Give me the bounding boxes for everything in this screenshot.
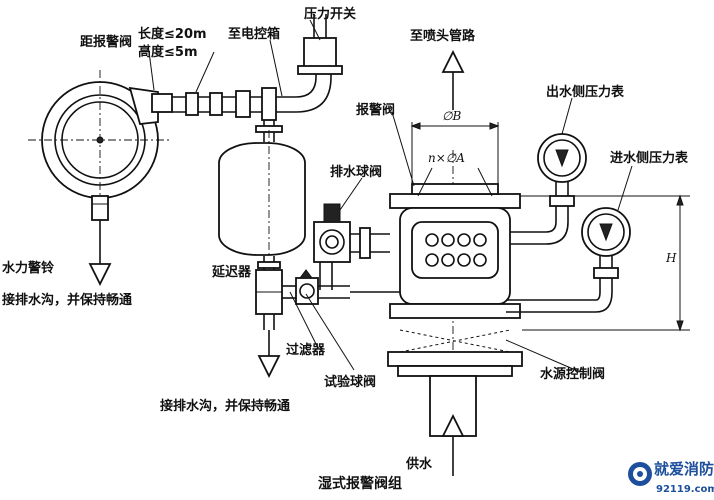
- label-drain-note-bottom: 接排水沟，并保持畅通: [160, 398, 290, 414]
- label-drain-ball-valve: 排水球阀: [330, 164, 382, 180]
- label-length-limit: 长度≤20m: [138, 26, 207, 42]
- leader-lines: [147, 19, 633, 373]
- label-n-x-diameter-a: n×∅A: [428, 151, 465, 165]
- label-to-sprinkler-pipe: 至喷头管路: [410, 28, 476, 44]
- outlet-pressure-gauge-icon: [537, 133, 587, 196]
- test-ball-valve: [295, 269, 350, 305]
- label-alarm-valve: 报警阀: [356, 102, 395, 118]
- label-inlet-pressure-gauge: 进水侧压力表: [610, 150, 689, 166]
- label-diameter-b: ∅B: [442, 109, 461, 123]
- watermark-text: 就爱消防: [654, 460, 714, 478]
- label-test-ball-valve: 试验球阀: [324, 374, 376, 390]
- pressure-switch: [297, 14, 343, 75]
- height-dimension: [520, 194, 690, 332]
- inlet-pressure-gauge-icon: [581, 207, 631, 268]
- label-height-limit: 高度≤5m: [138, 44, 197, 60]
- label-to-control-box: 至电控箱: [228, 26, 280, 42]
- watermark: 就爱消防 92119.com: [628, 460, 714, 495]
- alarm-valve: [387, 122, 523, 465]
- label-alarm-valve-distance: 距报警阀: [80, 34, 132, 50]
- label-strainer: 过滤器: [286, 342, 326, 358]
- water-motor-gong: [28, 70, 173, 221]
- label-retard-chamber: 延迟器: [211, 264, 252, 280]
- retard-chamber: [218, 120, 306, 360]
- label-water-supply: 供水: [405, 456, 433, 472]
- label-drain-note-left: 接排水沟，并保持畅通: [2, 292, 132, 308]
- alarm-line-pipe: [172, 70, 332, 121]
- flow-arrows: [88, 49, 465, 476]
- label-source-control-valve: 水源控制阀: [540, 366, 605, 382]
- label-water-motor-gong: 水力警铃: [2, 260, 54, 276]
- watermark-url: 92119.com: [656, 484, 714, 495]
- label-height-h: H: [665, 251, 677, 265]
- label-pressure-switch: 压力开关: [304, 6, 356, 22]
- gauge-piping: [350, 195, 619, 313]
- label-outlet-pressure-gauge: 出水侧压力表: [546, 84, 625, 100]
- figure-caption: 湿式报警阀组: [318, 475, 402, 492]
- drain-ball-valve: [313, 203, 390, 290]
